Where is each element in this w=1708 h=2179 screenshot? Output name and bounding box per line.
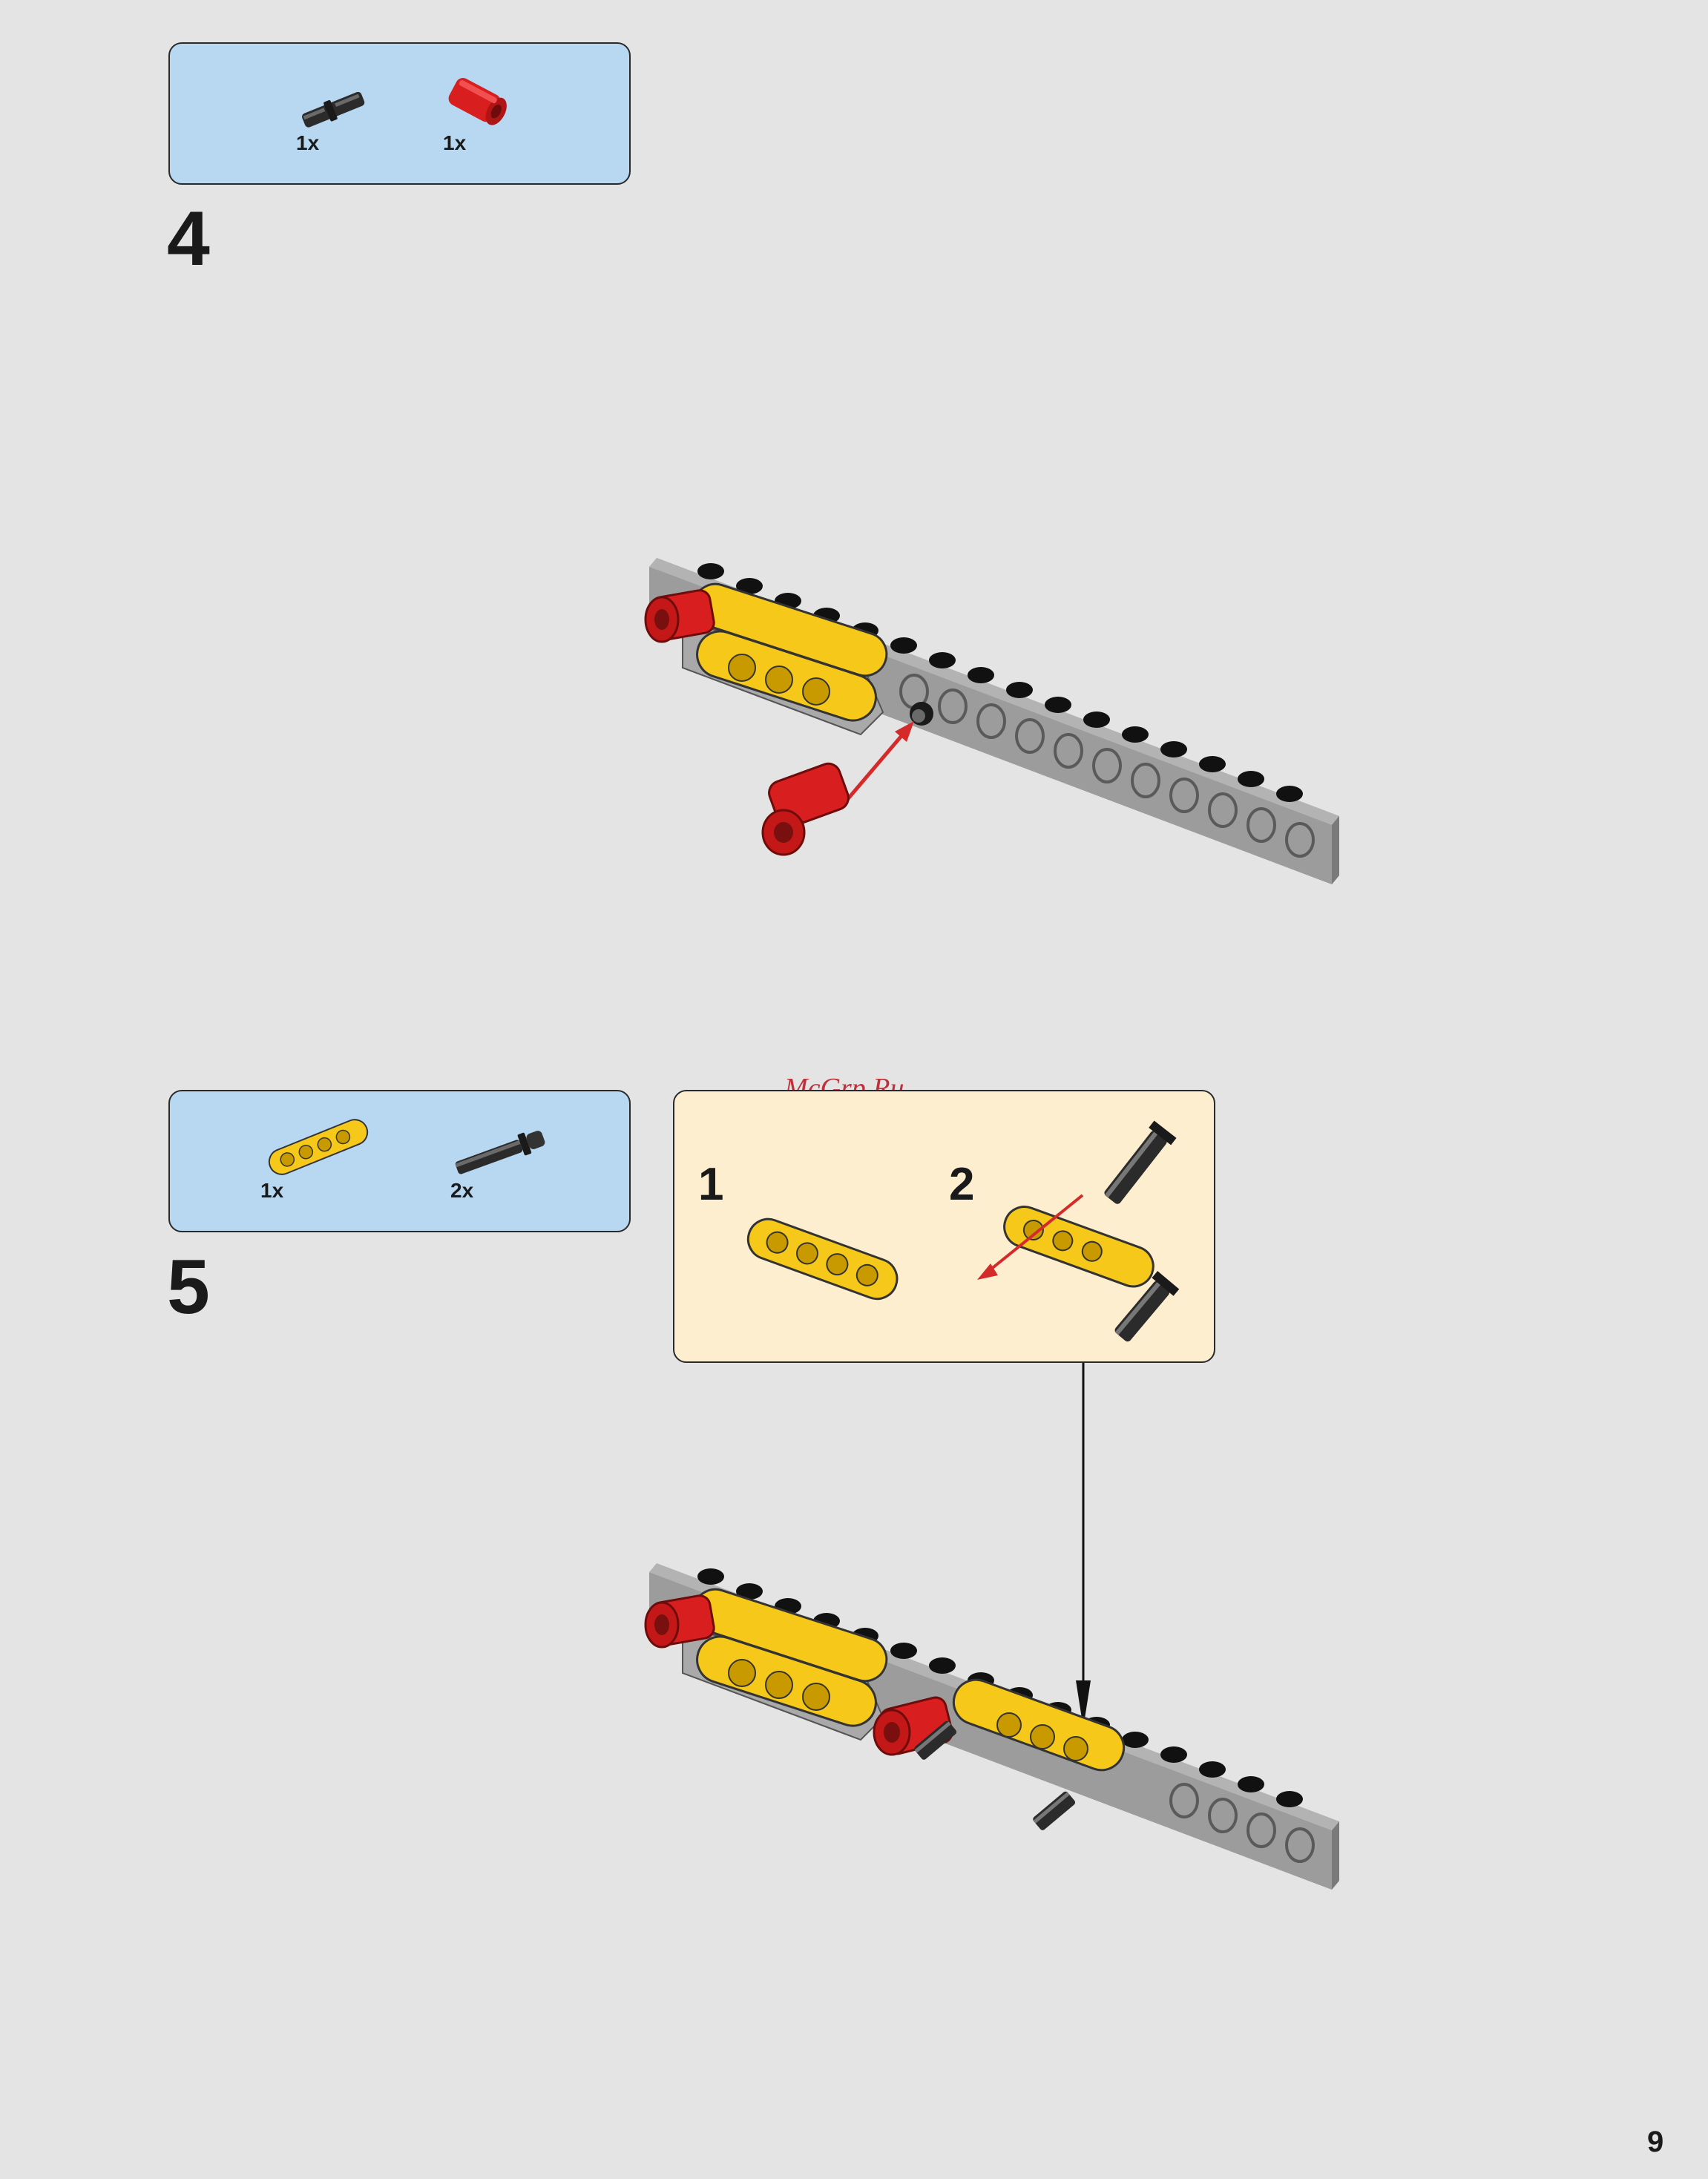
part-quantity: 1x xyxy=(443,131,466,155)
red-axle-pin-connector-icon xyxy=(441,72,515,131)
substep-number: 1 xyxy=(698,1162,723,1208)
step-number: 5 xyxy=(167,1249,210,1326)
yellow-beam-substep-1-illustration xyxy=(734,1206,912,1310)
black-axle-pin-icon xyxy=(448,1127,552,1179)
step-4-assembly-illustration xyxy=(638,549,1350,883)
parts-list-step-4: 1x 1x xyxy=(168,42,631,185)
page-number: 9 xyxy=(1647,2126,1663,2159)
part-quantity: 1x xyxy=(260,1179,283,1203)
subassembly-box: 1 2 xyxy=(673,1090,1215,1363)
yellow-thin-beam-icon xyxy=(259,1114,378,1180)
substep-2-illustration xyxy=(956,1106,1209,1358)
black-friction-pin-icon xyxy=(294,87,375,131)
parts-list-step-5: 1x 2x xyxy=(168,1090,631,1232)
step-5-assembly-illustration xyxy=(638,1554,1350,1888)
step-number: 4 xyxy=(167,200,210,277)
part-quantity: 1x xyxy=(296,131,319,155)
part-quantity: 2x xyxy=(450,1179,473,1203)
